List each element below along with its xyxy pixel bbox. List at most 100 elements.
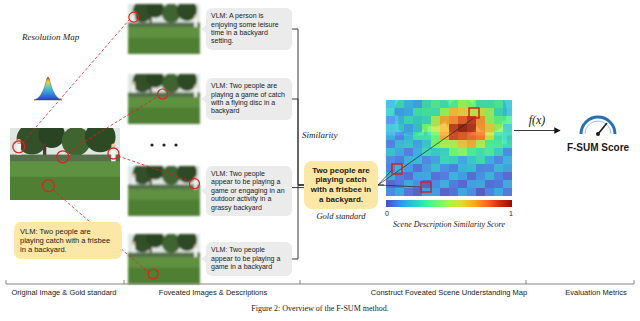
heatmap-cell [449,148,458,156]
heatmap-cell [440,188,449,196]
heatmap-cell [476,116,485,124]
heatmap-cell [503,180,512,188]
heatmap-cell [449,156,458,164]
heatmap-cell [449,124,458,132]
pointer-line [378,170,392,185]
node-text: VLM: Two people appear to be playing a g… [211,246,287,271]
heatmap-cell [422,164,431,172]
heatmap-cell [485,164,494,172]
heatmap-cell [395,180,404,188]
vlm-bubble: VLM: Two people appear to be playing a g… [206,242,292,275]
heatmap-cell [449,100,458,108]
vlm-bubble: VLM: Two people are playing a game of ca… [206,78,292,120]
gauge-hub [596,132,600,136]
heatmap-cell [413,132,422,140]
heatmap-cell [431,148,440,156]
leader-line [68,97,157,152]
heatmap-cell [386,180,395,188]
heatmap-cell [485,156,494,164]
heatmap-cell [413,148,422,156]
map-pointer-lines [378,118,474,187]
heatmap-cell [440,172,449,180]
heatmap-cell [395,108,404,116]
node-heading: Gold standard [304,211,378,221]
original-image [10,121,120,200]
heatmap-cell [485,124,494,132]
heatmap-cell [449,116,458,124]
foveated-image [128,161,200,216]
rule-tick [526,280,527,284]
leader-line [23,20,129,142]
gold-standard-box: Two people are playing catch with a fris… [304,161,378,221]
heatmap-cell [467,188,476,196]
heatmap-cell [467,124,476,132]
heatmap-cell [458,148,467,156]
node-text: Two people are playing catch with a fris… [308,166,374,204]
heatmap-cell [449,172,458,180]
heatmap-cell [395,132,404,140]
heatmap-cell [440,116,449,124]
heatmap-cell [494,100,503,108]
heatmap-cell [476,156,485,164]
heatmap-cell [458,108,467,116]
foveated-image [128,0,200,54]
heatmap-cell [404,132,413,140]
heatmap-cell [494,156,503,164]
foveated-image [128,229,200,284]
fovea-circle [148,269,158,279]
heatmap-cell [485,108,494,116]
heatmap-cell [494,188,503,196]
heatmap-cell [458,132,467,140]
gauge-arc [581,117,615,134]
fovea-circles [129,12,200,279]
heatmap-cell [503,116,512,124]
heatmap-cell [440,100,449,108]
heatmap-cell [494,140,503,148]
heatmap-cell [449,140,458,148]
heatmap-cell [494,132,503,140]
section-label: Original Image & Gold standard [11,288,116,297]
heatmap-cell [476,172,485,180]
fovea-circle [190,179,200,189]
heatmap-cell [386,164,395,172]
heatmap-cell [431,108,440,116]
figure-label: Resolution Map [22,32,79,42]
heatmap-cell [422,156,431,164]
heatmap-cell [494,148,503,156]
heatmap-cell [404,164,413,172]
heatmap-cell [422,172,431,180]
heatmap-cell [503,132,512,140]
heatmap-cell [395,100,404,108]
heatmap-cell [404,148,413,156]
heatmap-cell [458,156,467,164]
heatmap-cell [458,140,467,148]
heatmap-cell [485,148,494,156]
heatmap-cell [404,124,413,132]
heatmap-cell [449,180,458,188]
heatmap-cell [404,172,413,180]
connector [292,185,304,259]
heatmap-cell [467,148,476,156]
heatmap-cell [476,180,485,188]
heatmap-cell [395,188,404,196]
heatmap-cell [422,100,431,108]
rule-tick [124,280,125,284]
heatmap-cell [467,164,476,172]
heatmap-cell [422,116,431,124]
heatmap-cell [404,100,413,108]
heatmap-cell [458,172,467,180]
heatmap-cell [503,172,512,180]
heatmap-cell [476,140,485,148]
connector [514,130,560,131]
fixation-circle [108,148,119,159]
heatmap-cell [485,132,494,140]
heatmap-cell [404,188,413,196]
heatmap-cell [395,148,404,156]
vlm-bubble: VLM: Two people appear to be playing a g… [206,166,292,216]
dot [150,143,153,146]
node-text: VLM: Two people appear to be playing a g… [211,170,287,212]
heatmap-cell [404,108,413,116]
node-text: VLM: Two people are playing a game of ca… [211,82,287,116]
